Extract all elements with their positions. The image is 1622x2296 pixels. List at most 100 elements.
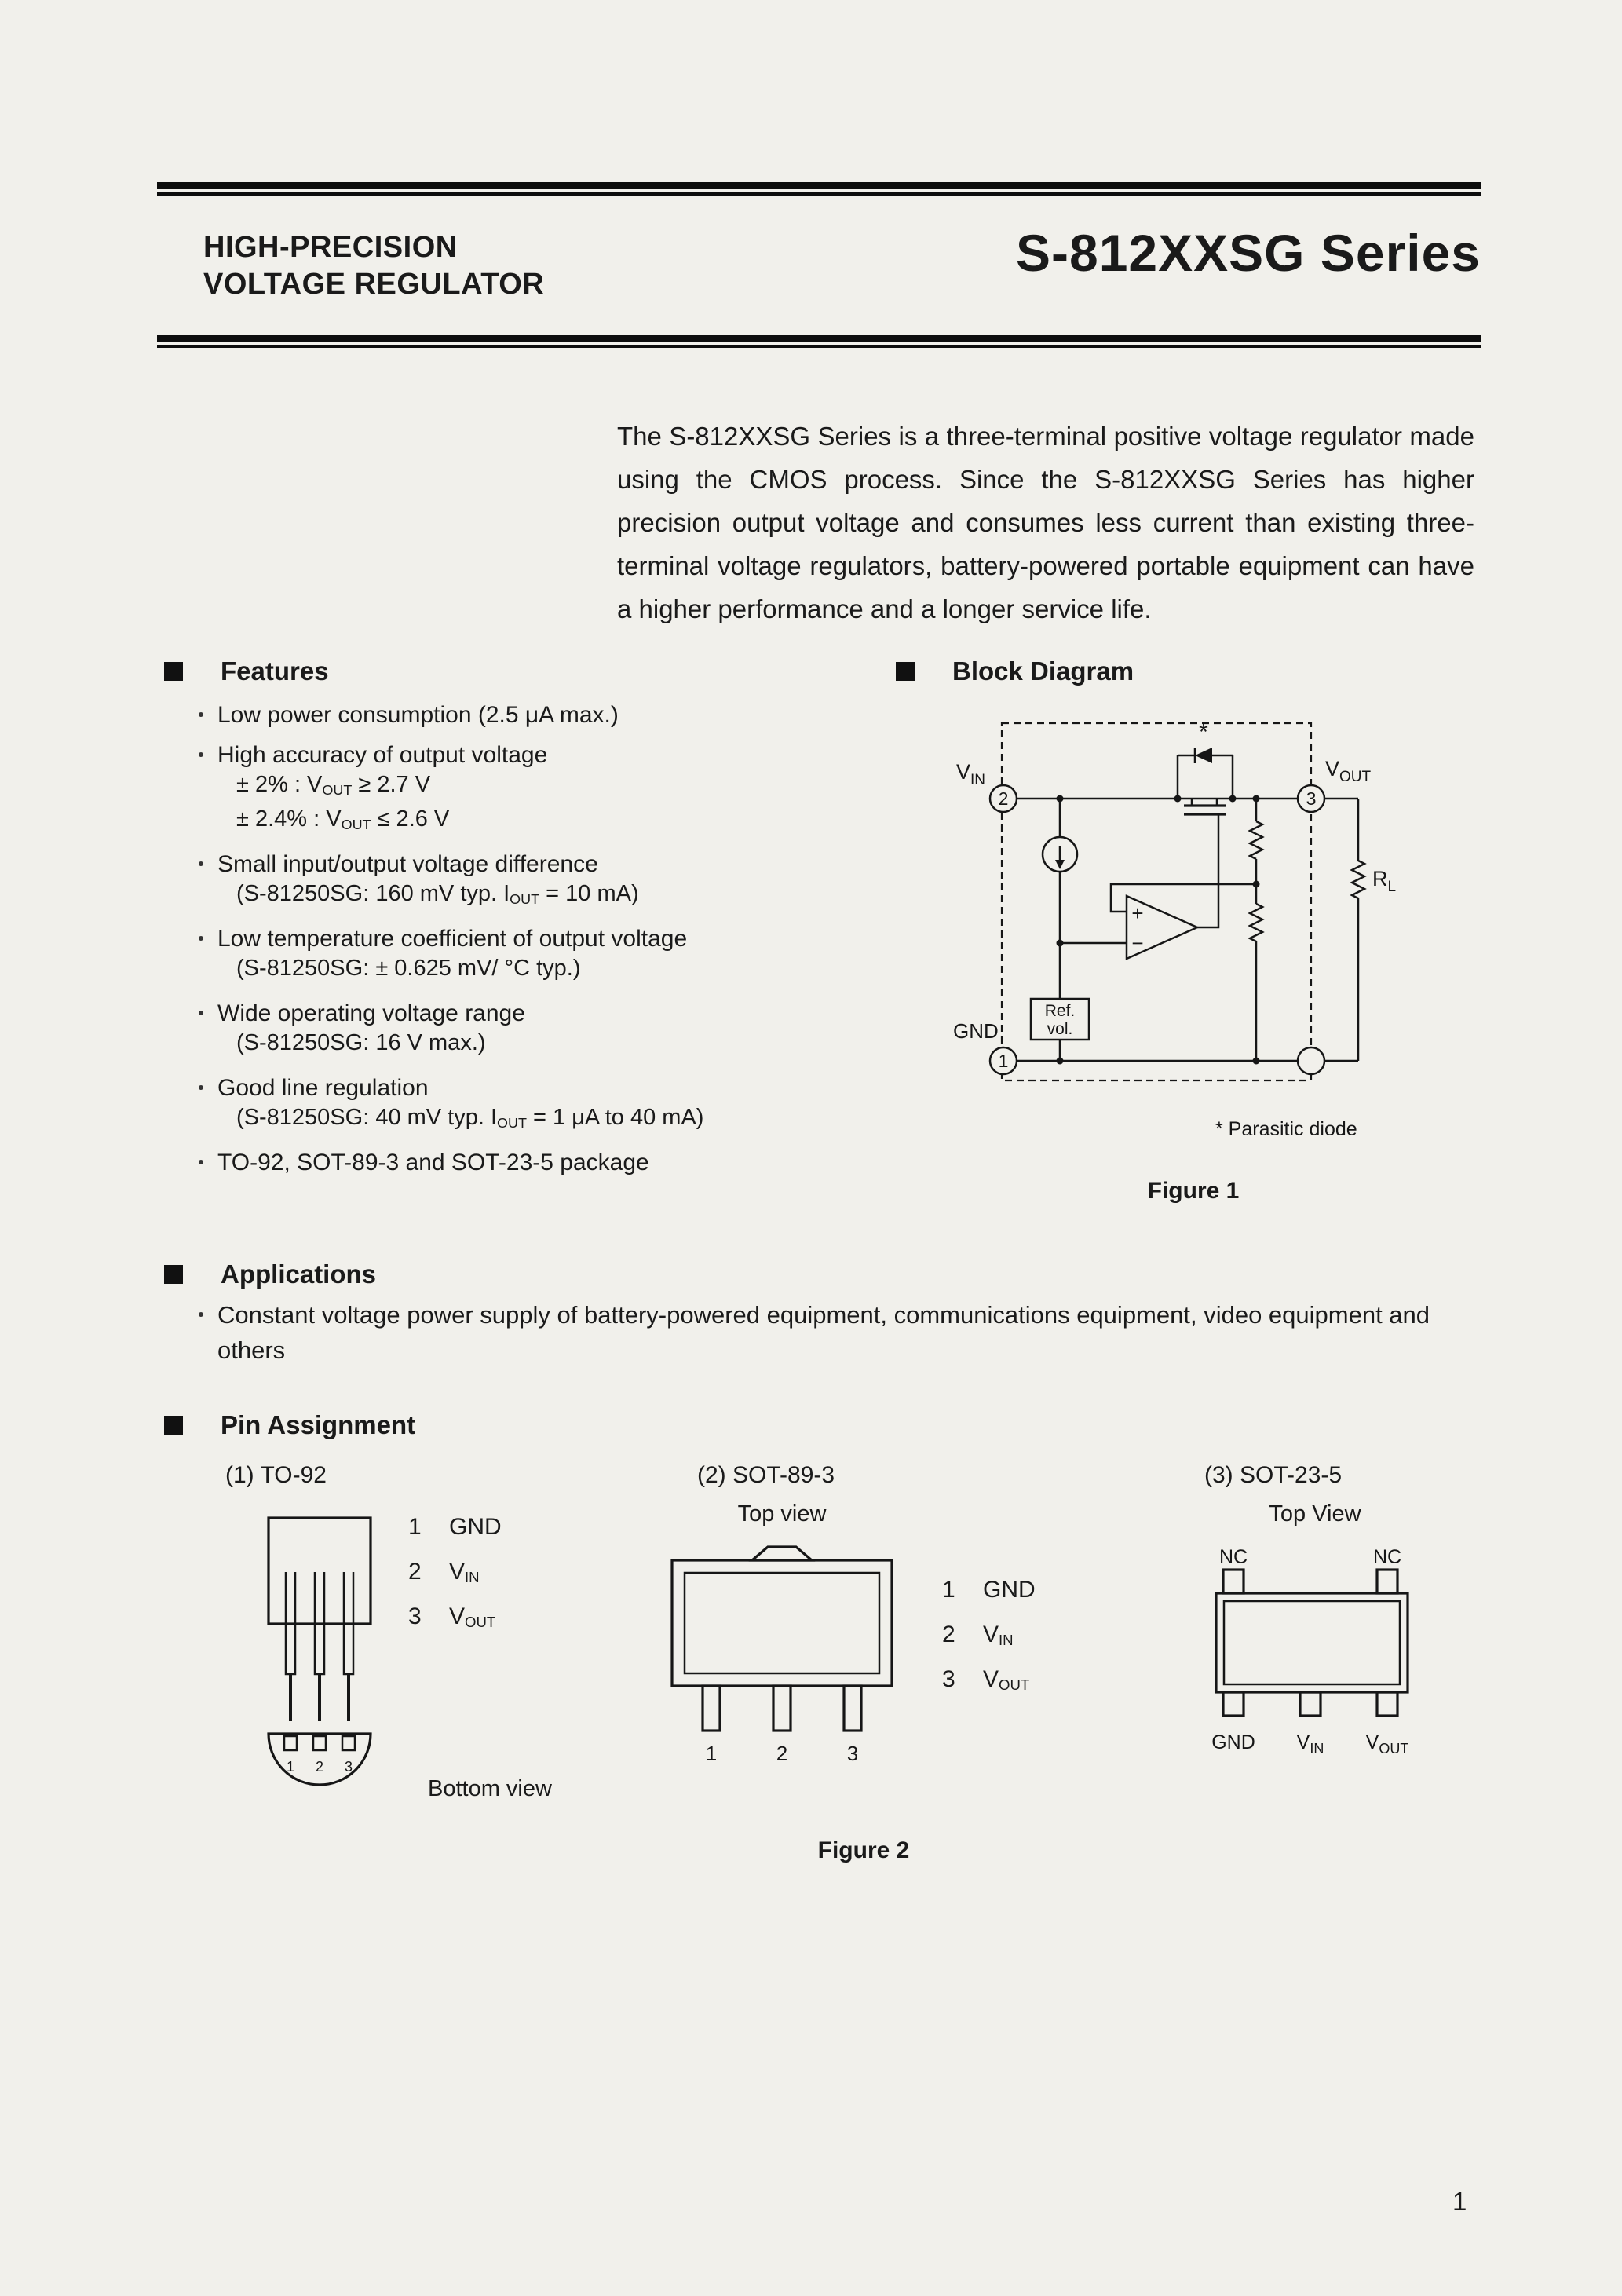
bullet-icon — [199, 1010, 203, 1015]
to92-drawing: 1 2 3 — [267, 1516, 372, 1786]
sot89-view-label: Top view — [737, 1501, 827, 1526]
figure-1-caption: Figure 1 — [1147, 1178, 1240, 1204]
applications-heading-label: Applications — [221, 1260, 377, 1289]
bullet-icon — [199, 861, 203, 866]
svg-text:vol.: vol. — [1047, 1020, 1073, 1038]
feature-item: TO-92, SOT-89-3 and SOT-23-5 package — [197, 1149, 904, 1176]
application-text: Constant voltage power supply of battery… — [217, 1301, 1430, 1364]
feature-subline: (S-81250SG: 40 mV typ. IOUT = 1 μA to 40… — [236, 1104, 704, 1131]
sot89-body — [670, 1559, 893, 1687]
to92-pad-1: 1 — [287, 1759, 294, 1775]
to92-pad-3: 3 — [345, 1759, 353, 1775]
parasitic-diode-star: * — [1199, 719, 1208, 745]
sot23-top-pins — [1222, 1568, 1399, 1595]
title-line2: VOLTAGE REGULATOR — [203, 268, 545, 301]
bullet-icon — [199, 1312, 203, 1317]
rl-label: RL — [1372, 867, 1396, 895]
sot23-vin-label: VIN — [1297, 1731, 1324, 1757]
sot89-pin-2: 2 — [776, 1742, 787, 1765]
to92-body — [267, 1516, 372, 1625]
feature-item: Small input/output voltage difference (S… — [197, 850, 904, 912]
pin-2-terminal — [988, 784, 1018, 813]
features-list: Low power consumption (2.5 μA max.) High… — [197, 701, 904, 1189]
feature-item: Low power consumption (2.5 μA max.) — [197, 701, 904, 729]
to92-leads — [284, 1622, 355, 1721]
figure-2-caption: Figure 2 — [817, 1837, 910, 1863]
divider-resistor-lower — [1248, 902, 1265, 943]
section-marker-icon — [164, 1416, 183, 1435]
feature-subline: ± 2.4% : VOUT ≤ 2.6 V — [236, 806, 450, 832]
sot23-nc-right: NC — [1373, 1546, 1401, 1568]
bullet-icon — [199, 1159, 203, 1164]
intro-paragraph: The S-812XXSG Series is a three-terminal… — [617, 422, 1474, 623]
gnd-label: GND — [953, 1019, 999, 1043]
sot23-drawing: NC NC GND VIN VOUT — [1211, 1546, 1409, 1757]
sot89-drawing: 1 2 3 — [670, 1545, 893, 1765]
sot89-pin-3: 3 — [847, 1742, 858, 1765]
sot89-inner-outline — [683, 1571, 881, 1675]
vout-label: VOUT — [1325, 757, 1372, 785]
feature-item: Good line regulation (S-81250SG: 40 mV t… — [197, 1074, 904, 1136]
svg-text:Ref.: Ref. — [1045, 1002, 1076, 1020]
feature-subline: (S-81250SG: 16 V max.) — [236, 1029, 486, 1055]
parasitic-diode-note: * Parasitic diode — [1215, 1118, 1357, 1140]
load-resistor — [1350, 859, 1367, 900]
feature-item: High accuracy of output voltage ± 2% : V… — [197, 741, 904, 838]
bullet-icon — [199, 712, 203, 717]
sot23-nc-left: NC — [1219, 1546, 1248, 1568]
feature-subline: ± 2% : VOUT ≥ 2.7 V — [236, 772, 431, 798]
top-double-rule — [157, 182, 1481, 196]
section-marker-icon — [164, 662, 183, 681]
block-diagram: * + − Ref. vol. — [953, 719, 1396, 1140]
bullet-icon — [199, 935, 203, 941]
sot89-label: (2) SOT-89-3 — [697, 1462, 835, 1488]
pin-assignment-heading-label: Pin Assignment — [221, 1410, 416, 1439]
pin-assignment-heading: Pin Assignment — [164, 1410, 415, 1440]
rule-bar — [157, 335, 1481, 342]
sot23-view-label: Top View — [1269, 1501, 1361, 1526]
feature-subline: (S-81250SG: 160 mV typ. IOUT = 10 mA) — [236, 880, 639, 907]
pin-1-terminal — [988, 1046, 1018, 1076]
feature-text: TO-92, SOT-89-3 and SOT-23-5 package — [217, 1149, 649, 1175]
to92-view-label: Bottom view — [428, 1776, 552, 1801]
ref-voltage-box: Ref. vol. — [1029, 997, 1090, 1041]
feature-text: Small input/output voltage difference — [217, 850, 598, 877]
sot23-body — [1215, 1592, 1409, 1694]
opamp-icon: + − — [1125, 894, 1200, 960]
to92-pad-2: 2 — [316, 1759, 323, 1775]
pin-1-number: 1 — [999, 1051, 1009, 1071]
to92-bottom-pads — [283, 1735, 356, 1752]
ic-boundary — [1000, 722, 1313, 1082]
applications-list: Constant voltage power supply of battery… — [197, 1297, 1453, 1368]
pin-3-number: 3 — [1306, 788, 1317, 809]
to92-internal-leads — [284, 1572, 355, 1624]
feature-item: Low temperature coefficient of output vo… — [197, 925, 904, 987]
parasitic-diode-icon — [1195, 748, 1212, 763]
to92-bottom-view — [267, 1732, 372, 1786]
to92-label: (1) TO-92 — [225, 1462, 327, 1488]
divider-resistor-upper — [1248, 820, 1265, 861]
features-heading-label: Features — [221, 656, 329, 686]
title-line1: HIGH-PRECISION — [203, 231, 458, 264]
pin-2-number: 2 — [999, 788, 1009, 809]
page-number: 1 — [1452, 2187, 1467, 2216]
rule-bar — [157, 192, 1481, 196]
bullet-icon — [199, 752, 203, 757]
series-title: S-812XXSG Series — [1016, 224, 1481, 282]
header-double-rule — [157, 335, 1481, 348]
pin-3-terminal — [1296, 784, 1326, 813]
bullet-icon — [199, 1084, 203, 1090]
feature-text: Low power consumption (2.5 μA max.) — [217, 702, 619, 728]
feature-text: Wide operating voltage range — [217, 1000, 525, 1026]
feature-subline: (S-81250SG: ± 0.625 mV/ °C typ.) — [236, 955, 581, 981]
current-source-icon — [1041, 835, 1079, 873]
ground-terminal — [1296, 1046, 1326, 1076]
rule-bar — [157, 182, 1481, 189]
